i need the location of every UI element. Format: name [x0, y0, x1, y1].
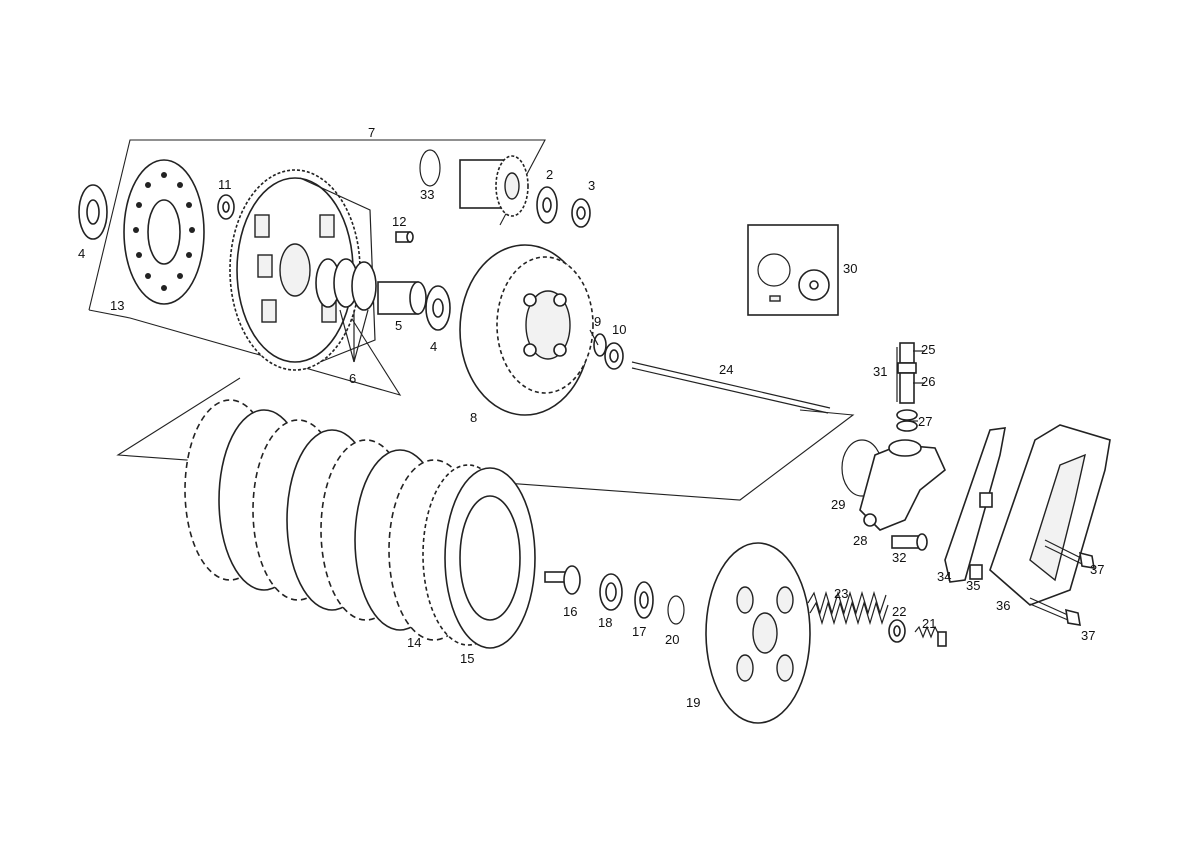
- callout-24: 24: [719, 362, 733, 377]
- callout-30: 30: [843, 261, 857, 276]
- callout-32: 32: [892, 550, 906, 565]
- perforated-disc-part-13: [123, 159, 205, 305]
- pressure-plate-part-19: [705, 542, 811, 724]
- clutch-plate-stack: [184, 399, 536, 649]
- callout-6: 6: [349, 371, 356, 386]
- nut-part-10: [604, 342, 624, 370]
- callout-5: 5: [395, 318, 402, 333]
- circlip-part-20: [667, 595, 685, 625]
- callout-36: 36: [996, 598, 1010, 613]
- callout-37-b: 37: [1081, 628, 1095, 643]
- callout-17: 17: [632, 624, 646, 639]
- o-ring-part-33: [419, 149, 441, 187]
- callout-4: 4: [78, 246, 85, 261]
- callout-34: 34: [937, 569, 951, 584]
- callout-7: 7: [368, 125, 375, 140]
- washer-part-2: [536, 186, 558, 224]
- callout-8: 8: [470, 410, 477, 425]
- callout-19: 19: [686, 695, 700, 710]
- callout-33: 33: [420, 187, 434, 202]
- push-rod-part-24: [631, 361, 831, 414]
- washer-part-4-b: [425, 285, 451, 331]
- spring-part-23: [807, 590, 889, 626]
- washer-part-4: [78, 184, 108, 240]
- callout-11: 11: [218, 177, 232, 192]
- slave-cylinder-part-28: [859, 439, 946, 531]
- callout-22: 22: [892, 604, 906, 619]
- washer-part-22: [888, 619, 906, 643]
- washer-part-9: [593, 333, 607, 357]
- callout-25: 25: [921, 342, 935, 357]
- needle-bearings-part-6: [315, 258, 377, 363]
- callout-labels: 7 2 3 33 11 4 13 12 5 4 6 9 10 8 30 24 2…: [78, 125, 1104, 710]
- thrust-piece-part-16: [544, 565, 581, 595]
- callout-37: 37: [1090, 562, 1104, 577]
- fitting-body-part-26: [899, 372, 915, 404]
- bolt-part-37: [1044, 539, 1095, 569]
- callout-20: 20: [665, 632, 679, 647]
- callout-10: 10: [612, 322, 626, 337]
- dowel-part-35: [969, 492, 993, 580]
- callout-18: 18: [598, 615, 612, 630]
- callout-23: 23: [834, 586, 848, 601]
- callout-29: 29: [831, 497, 845, 512]
- washer-part-17: [634, 581, 654, 619]
- callout-13: 13: [110, 298, 124, 313]
- callout-28: 28: [853, 533, 867, 548]
- pin-part-12: [395, 231, 414, 243]
- callout-35: 35: [966, 578, 980, 593]
- callout-9: 9: [594, 314, 601, 329]
- callout-16: 16: [563, 604, 577, 619]
- cover-part-36: [989, 424, 1111, 606]
- gasket-part-34: [944, 427, 1006, 583]
- leader-lines: [589, 329, 925, 422]
- screw-part-21: [914, 625, 947, 647]
- bleeder-fitting-part-25: [897, 342, 917, 374]
- inner-hub-part-8: [459, 244, 594, 416]
- callout-14: 14: [407, 635, 421, 650]
- bushing-part-5: [377, 281, 427, 315]
- callout-15: 15: [460, 651, 474, 666]
- callout-4-b: 4: [430, 339, 437, 354]
- callout-31: 31: [873, 364, 887, 379]
- seal-kit-part-30: [747, 224, 839, 316]
- bearing-part-18: [599, 573, 623, 611]
- bolt-part-37-b: [1029, 597, 1081, 626]
- callout-21: 21: [922, 616, 936, 631]
- nut-part-3: [571, 198, 591, 228]
- callout-26: 26: [921, 374, 935, 389]
- callout-12: 12: [392, 214, 406, 229]
- clip-part-11: [217, 194, 235, 220]
- bolt-part-32: [891, 533, 928, 551]
- callout-2: 2: [546, 167, 553, 182]
- callout-27: 27: [918, 414, 932, 429]
- primary-gear: [459, 155, 529, 217]
- group-outline-plates: [116, 377, 855, 501]
- callout-3: 3: [588, 178, 595, 193]
- clutch-basket: [229, 169, 376, 371]
